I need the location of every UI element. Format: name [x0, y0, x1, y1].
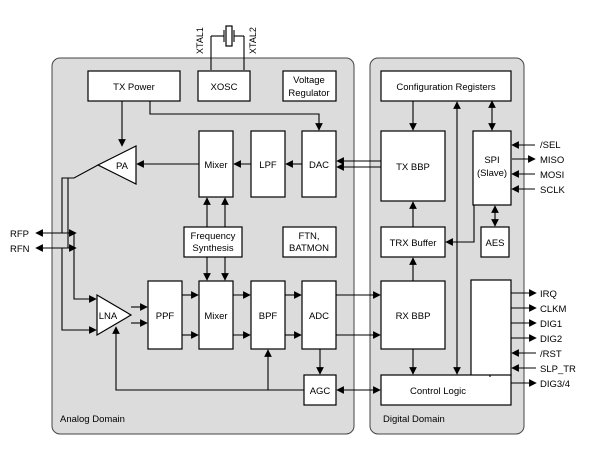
agc-block	[303, 374, 337, 406]
bpf-label: BPF	[259, 311, 278, 322]
mixer-rx-label: Mixer	[204, 311, 227, 322]
mixer-tx-block	[198, 130, 234, 198]
voltage-regulator-label-2: Regulator	[288, 88, 329, 99]
lna-label: LNA	[99, 311, 118, 322]
pa-block	[96, 145, 137, 185]
tx-bbp-label: TX BBP	[396, 162, 430, 173]
spi-label-2: (Slave)	[477, 168, 507, 179]
tx-power-block	[87, 70, 181, 102]
xtal1-label: XTAL1	[195, 27, 205, 54]
spi-block	[472, 130, 512, 206]
pa-label: PA	[116, 161, 129, 172]
xosc-block	[197, 70, 251, 102]
tx-bbp-block	[380, 130, 446, 202]
pin-miso-label: MISO	[540, 155, 564, 166]
adc-block	[301, 280, 337, 350]
dac-block	[301, 130, 337, 198]
pin-irq-label: IRQ	[540, 289, 557, 300]
pin-clkm-label: CLKM	[540, 304, 566, 315]
xtal2-label: XTAL2	[248, 27, 258, 54]
tx-power-label: TX Power	[113, 82, 155, 93]
frequency-synthesis-label-2: Synthesis	[192, 243, 233, 254]
voltage-regulator-label-1: Voltage	[293, 75, 325, 86]
pin-rfn-label: RFN	[10, 244, 30, 255]
ppf-block	[147, 280, 183, 350]
pin-sel-label: /SEL	[540, 140, 561, 151]
crystal-icon	[210, 25, 245, 70]
agc-label: AGC	[310, 386, 331, 397]
signal-wires	[35, 100, 537, 394]
pin-dig2-label: DIG2	[540, 334, 562, 345]
lpf-label: LPF	[259, 160, 277, 171]
adc-label: ADC	[309, 311, 329, 322]
digital-domain-label: Digital Domain	[383, 414, 445, 425]
rx-bbp-block	[380, 280, 446, 350]
configuration-registers-label: Configuration Registers	[396, 82, 496, 93]
io-control-block	[470, 279, 512, 377]
pin-dig34-label: DIG3/4	[540, 379, 570, 390]
rx-bbp-label: RX BBP	[396, 311, 431, 322]
pin-sclk-label: SCLK	[540, 185, 565, 196]
dac-label: DAC	[309, 160, 329, 171]
analog-domain-label: Analog Domain	[60, 414, 125, 425]
mixer-rx-block	[198, 280, 234, 350]
lna-block	[96, 293, 133, 337]
mixer-tx-label: Mixer	[204, 160, 227, 171]
pin-dig1-label: DIG1	[540, 319, 562, 330]
trx-buffer-block	[380, 226, 446, 258]
ppf-label: PPF	[156, 311, 175, 322]
spi-label-1: SPI	[484, 155, 499, 166]
control-logic-label: Control Logic	[410, 386, 466, 397]
lpf-block	[250, 130, 286, 198]
aes-label: AES	[485, 238, 504, 249]
ftn-batmon-label-2: BATMON	[289, 243, 329, 254]
voltage-regulator-block	[282, 70, 337, 102]
xosc-label: XOSC	[211, 82, 238, 93]
pin-rst-label: /RST	[540, 349, 562, 360]
bpf-block	[250, 280, 286, 350]
trx-buffer-label: TRX Buffer	[390, 238, 437, 249]
pin-mosi-label: MOSI	[540, 170, 564, 181]
ftn-batmon-block	[282, 226, 337, 258]
frequency-synthesis-block	[183, 226, 243, 258]
ftn-batmon-label-1: FTN,	[298, 231, 319, 242]
pin-slp-tr-label: SLP_TR	[540, 364, 576, 375]
control-logic-block	[380, 374, 512, 406]
frequency-synthesis-label-1: Frequency	[191, 231, 236, 242]
aes-block	[480, 226, 510, 258]
configuration-registers-block	[380, 70, 512, 102]
pin-rfp-label: RFP	[10, 229, 29, 240]
